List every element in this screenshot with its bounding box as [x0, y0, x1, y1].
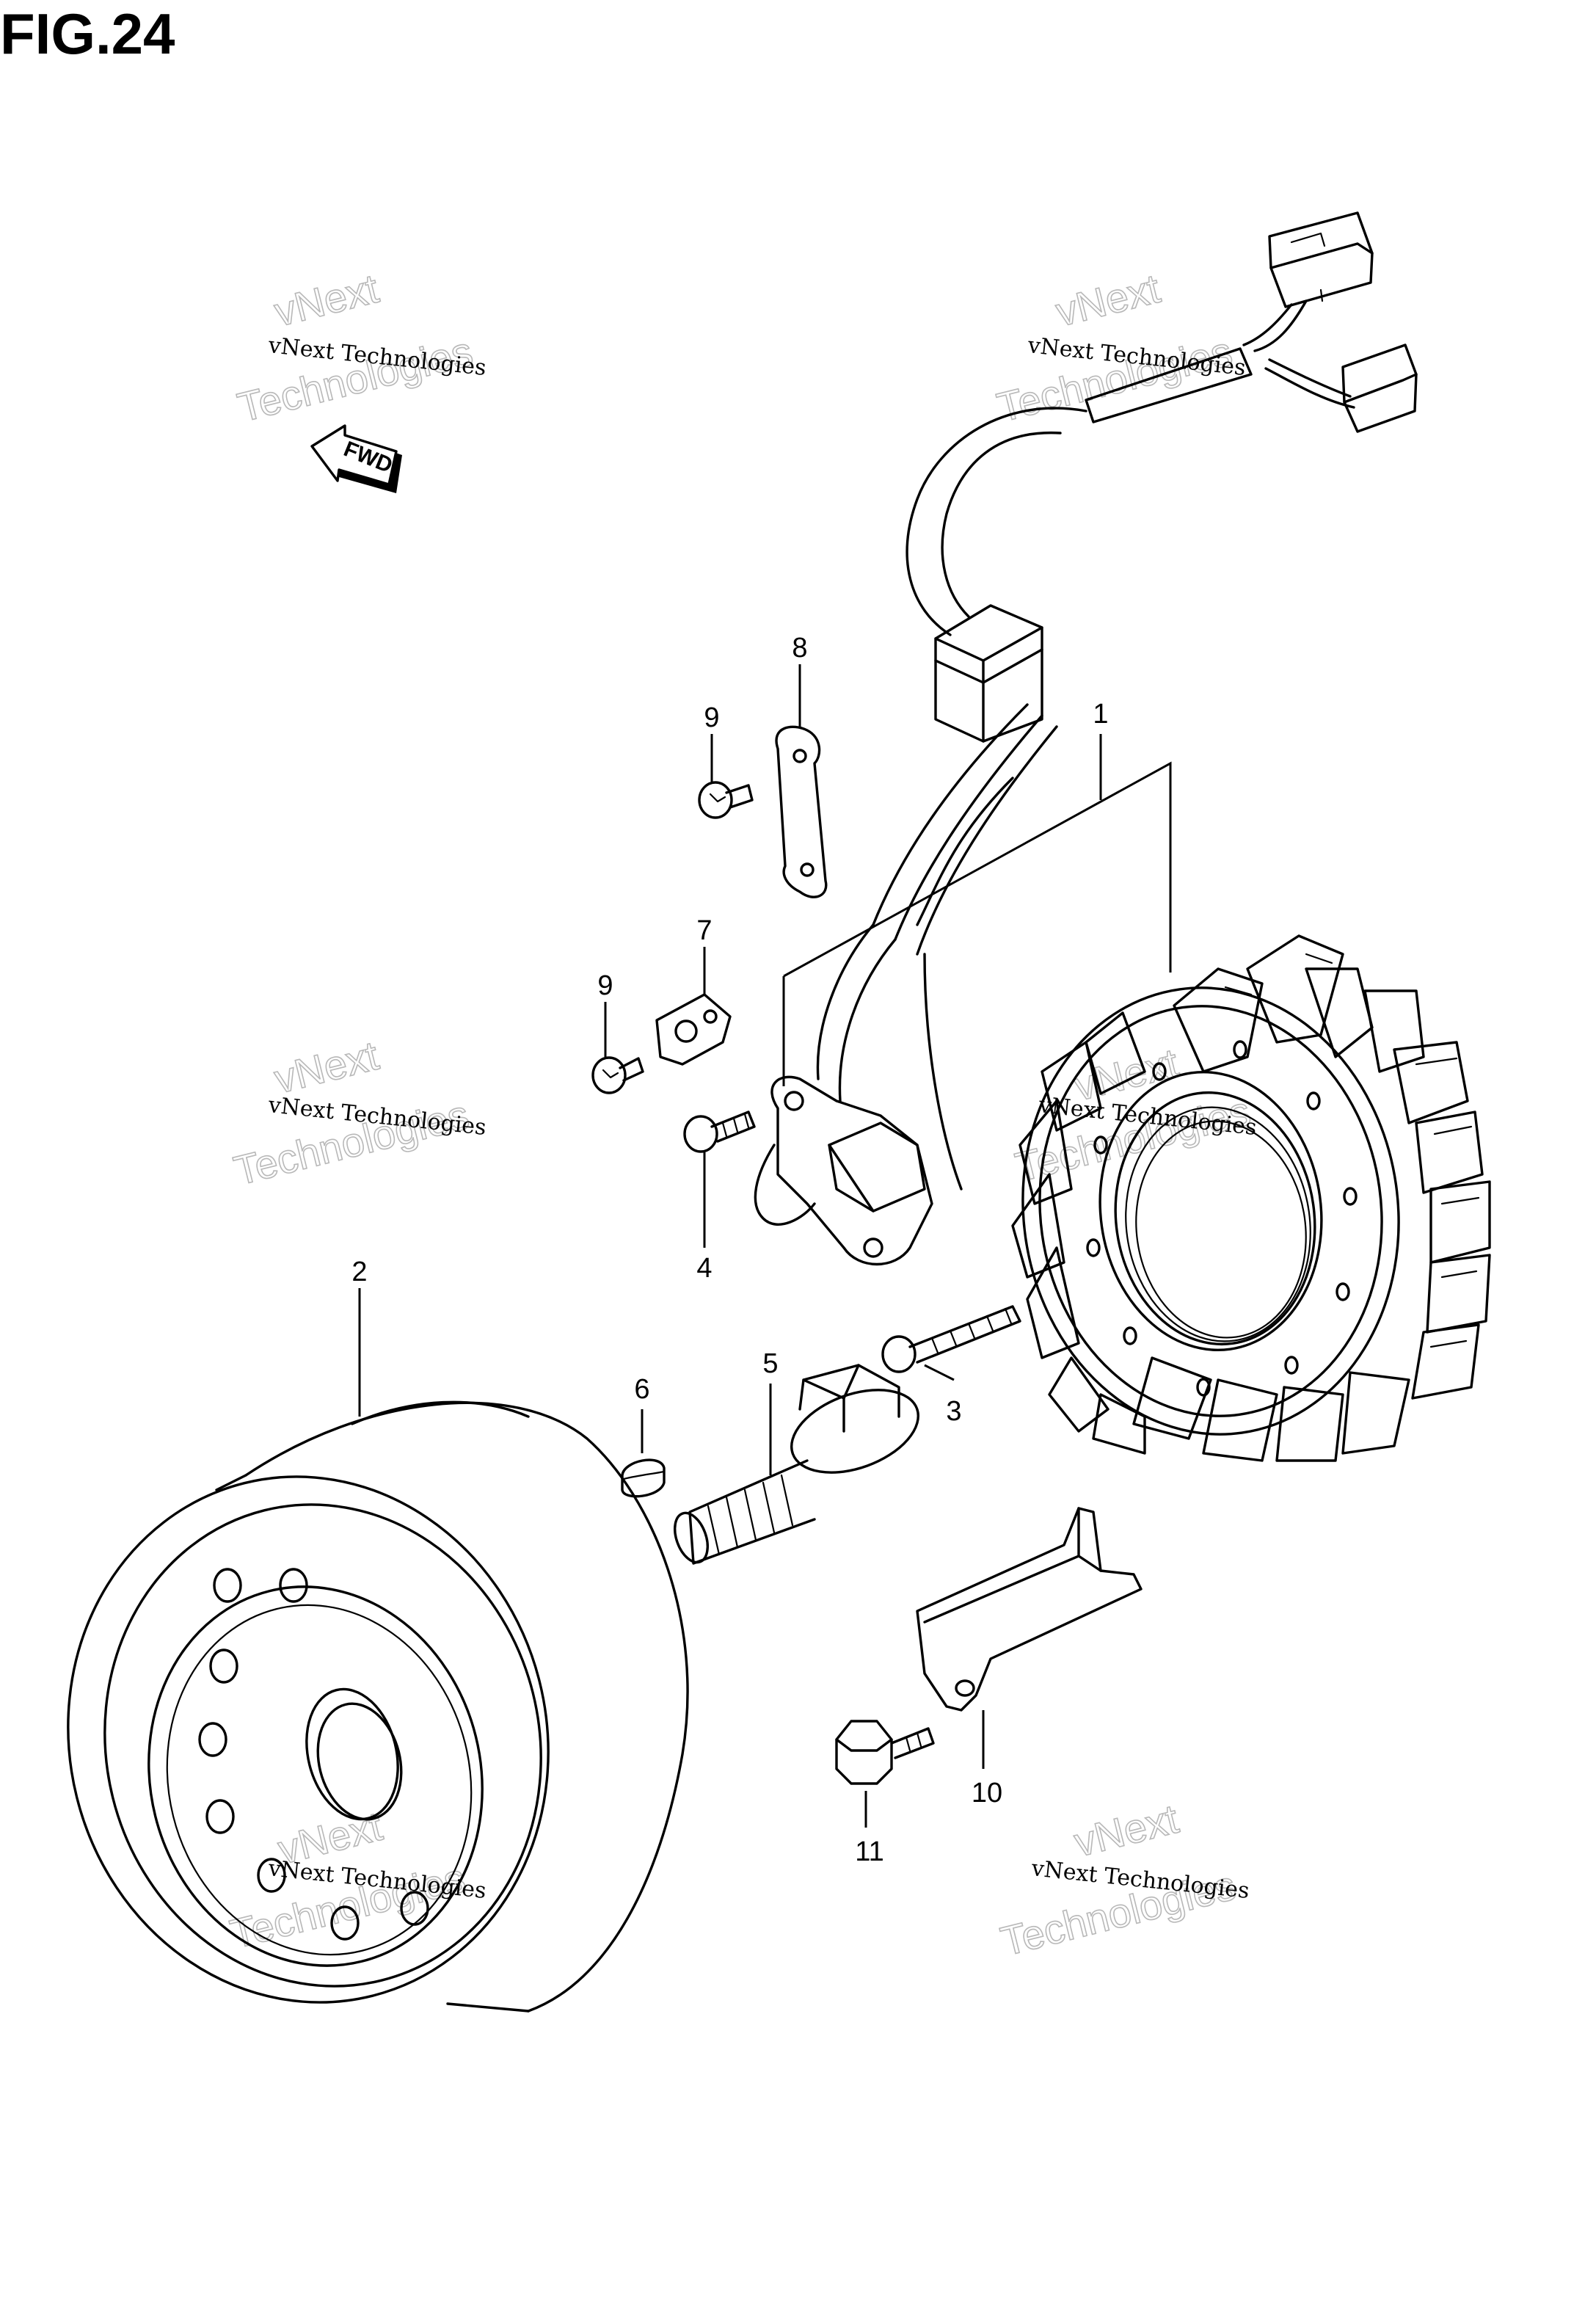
- callout-9-upper: 9: [704, 702, 719, 733]
- callout-10: 10: [972, 1778, 1002, 1808]
- stator-core-outer: [1021, 986, 1400, 1436]
- part-2-flywheel-rotor: [67, 1288, 689, 2013]
- wire-harness: [816, 211, 1418, 1190]
- callout-9-lower: 9: [597, 970, 613, 1001]
- callout-numbers: 1 2 3 4 5 6 7 8 9 9 10 11: [351, 633, 1108, 1867]
- callout-1: 1: [1093, 699, 1108, 730]
- watermark-middle-left: vNext Technologies vNext Technologies: [229, 1031, 487, 1194]
- callout-8: 8: [792, 633, 807, 664]
- callout-2: 2: [351, 1257, 367, 1287]
- part-11-bolt: [835, 1720, 935, 1828]
- svg-text:vNext: vNext: [1070, 1795, 1184, 1866]
- part-3-screw: [881, 1305, 1021, 1381]
- figure-title: FIG.24: [0, 1, 175, 66]
- stator-coils: [1011, 934, 1491, 1462]
- callout-4: 4: [696, 1253, 712, 1284]
- watermark-top-right: vNext Technologies vNext Technologies: [992, 264, 1247, 431]
- part-8-plate: [775, 664, 828, 898]
- flywheel-holes: [198, 1568, 429, 1941]
- watermark-bottom-right: vNext Technologies vNext Technologies: [996, 1795, 1250, 1965]
- callout-7: 7: [696, 915, 712, 946]
- watermark-top-left: vNext Technologies vNext Technologies: [233, 264, 487, 431]
- part-4-screw: [683, 1110, 756, 1248]
- svg-text:vNext: vNext: [270, 1032, 384, 1102]
- stator-assembly: [1011, 934, 1491, 1462]
- callout-11: 11: [855, 1836, 883, 1867]
- callout-5: 5: [762, 1348, 778, 1379]
- callout-1-leader: [782, 734, 1172, 1086]
- fwd-arrow-icon: FWD: [310, 424, 402, 493]
- callout-3: 3: [946, 1396, 961, 1427]
- stator-bolt-holes: [1086, 1040, 1358, 1397]
- part-7-clamp: [655, 947, 732, 1066]
- stator-center-bore: [1098, 1070, 1323, 1352]
- part-9-screw-lower: [591, 1002, 644, 1094]
- part-9-screw-upper: [698, 734, 754, 819]
- svg-text:vNext: vNext: [270, 265, 384, 335]
- wire-grommet-bracket: [754, 1075, 933, 1266]
- watermark-bottom-left: vNext Technologies vNext Technologies: [225, 1802, 487, 1957]
- part-6-key: [621, 1409, 666, 1498]
- callout-6: 6: [634, 1374, 649, 1405]
- part-10-bracket: [916, 1507, 1143, 1769]
- svg-text:vNext: vNext: [1052, 265, 1165, 335]
- part-5-bolt: [674, 1364, 919, 1565]
